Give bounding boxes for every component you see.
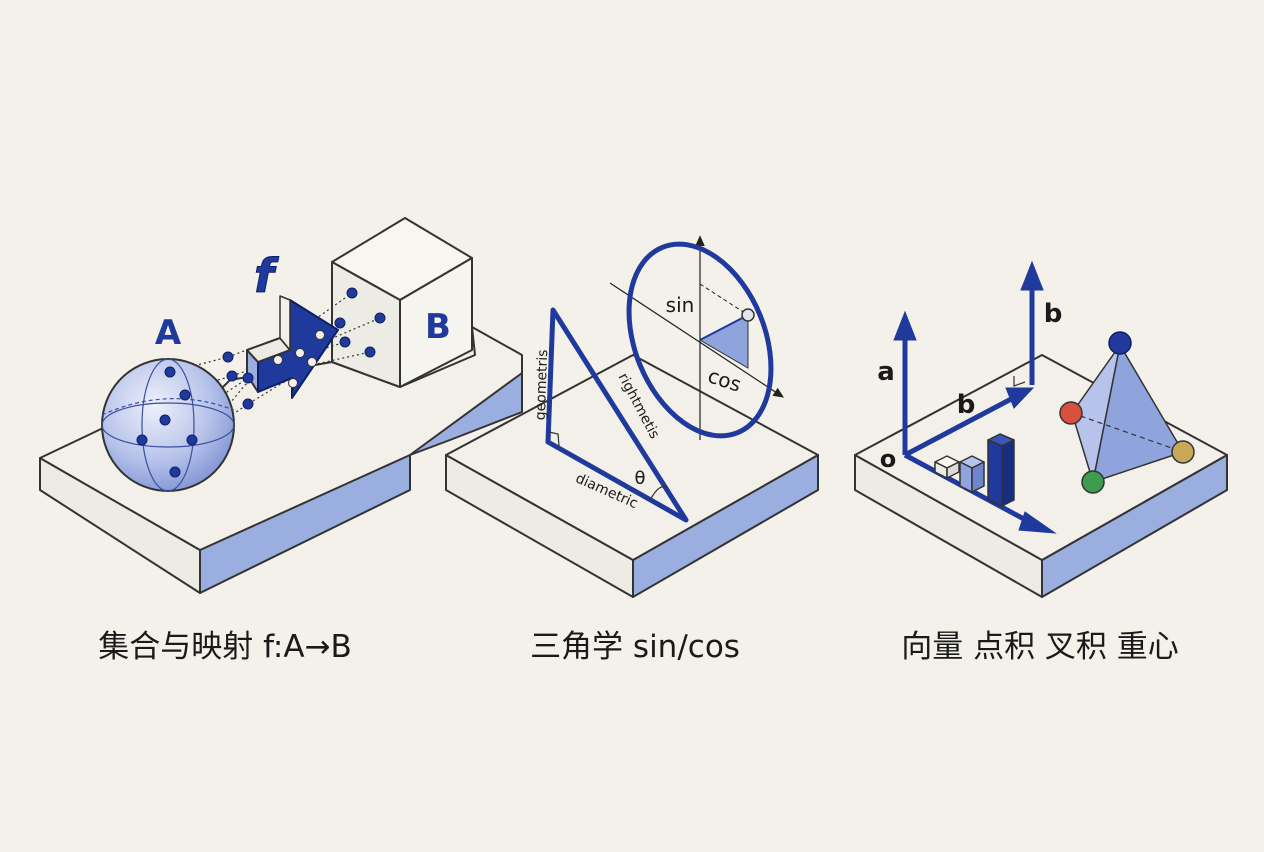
panel-vectors: a b b o [854,260,1228,598]
panel-sets: B f [39,217,523,594]
vectors-platform [854,354,1228,598]
geometris-label: geometris [533,349,551,420]
caption-sets: 集合与映射 f:A→B [98,629,352,665]
sphere-icon: A [101,313,235,492]
theta-label: θ [634,468,645,489]
tetrahedron-icon [1059,331,1195,494]
flight-points [222,351,254,410]
cube-icon: B [331,217,473,388]
caption-trig: 三角学 sin/cos [530,629,740,665]
sin-label: sin [666,293,695,317]
set-a-label: A [155,313,182,353]
set-b-label: B [425,307,451,347]
function-label: f [254,249,279,303]
vector-b-top-label: b [1044,299,1063,329]
bar-icon [934,433,1015,507]
vector-b-mid-label: b [957,390,976,420]
trig-platform [445,354,819,598]
vector-a-label: a [877,357,895,387]
cos-label: cos [705,363,744,396]
origin-label: o [880,445,897,473]
panel-trig: sin cos geometris rightmetis diametric θ [445,235,819,598]
caption-vectors: 向量 点积 叉积 重心 [901,629,1179,665]
cube-points [334,287,386,358]
